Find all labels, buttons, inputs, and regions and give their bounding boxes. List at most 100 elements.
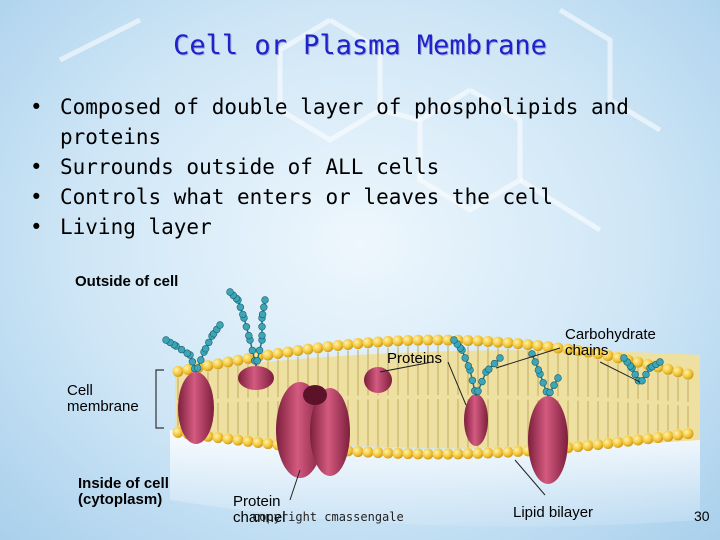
phospholipid-head (602, 350, 614, 362)
carbohydrate-bead (239, 310, 247, 319)
transmembrane-protein (528, 396, 568, 484)
phospholipid-head (672, 429, 684, 441)
phospholipid-head (222, 356, 234, 368)
phospholipid-head (562, 343, 574, 355)
phospholipid-head (202, 360, 214, 372)
carbohydrate-chains (162, 288, 664, 397)
carbohydrate-bead (258, 323, 266, 331)
phospholipid-head (612, 436, 624, 448)
bullet-text: Composed of double layer of phospholipid… (60, 95, 629, 149)
carbohydrate-bead (183, 349, 191, 357)
carbohydrate-bead (216, 321, 224, 329)
bullet-item: •Living layer (30, 212, 700, 242)
phospholipid-head (332, 340, 344, 352)
carbohydrate-bead (554, 374, 562, 382)
phospholipid-head (402, 448, 414, 460)
phospholipid-head (552, 342, 564, 354)
phospholipid-head (572, 441, 584, 453)
phospholipid-head (512, 445, 524, 457)
phospholipid-head (492, 336, 504, 348)
carbohydrate-bead (162, 336, 170, 344)
carbohydrate-bead (539, 379, 547, 387)
carbohydrate-bead (474, 387, 482, 395)
phospholipid-head (362, 337, 374, 349)
phospholipid-head (322, 341, 334, 353)
carbohydrate-bead (245, 331, 253, 340)
phospholipid-head (372, 336, 384, 348)
carbohydrate-bead (253, 357, 261, 365)
carbohydrate-bead (201, 345, 210, 353)
phospholipid-head (572, 345, 584, 357)
phospholipid-head (272, 348, 284, 360)
carbohydrate-bead (255, 346, 264, 355)
phospholipid-head (172, 426, 184, 438)
phospholipid-head (592, 348, 604, 360)
phospholipid-head (462, 335, 474, 347)
bullet-text: Controls what enters or leaves the cell (60, 185, 554, 209)
phospholipid-head (222, 433, 234, 445)
carbohydrate-bead (490, 359, 499, 368)
carbohydrate-bead (197, 356, 205, 364)
phospholipid-head (682, 368, 694, 380)
phospholipid-head (242, 435, 254, 447)
label-outside-of-cell: Outside of cell (75, 273, 179, 290)
carbohydrate-bead (236, 303, 245, 311)
carbohydrate-bead (631, 370, 639, 379)
label-cell-membrane: Cell membrane (67, 382, 139, 415)
phospholipid-head (502, 337, 514, 349)
transmembrane-protein (178, 372, 214, 444)
carbohydrate-bead (205, 338, 213, 347)
carbohydrate-bead (642, 370, 650, 379)
phospholipid-head (242, 352, 254, 364)
carbohydrate-bead (620, 354, 628, 362)
page-number: 30 (694, 508, 710, 524)
phospholipid-head (542, 341, 554, 353)
phospholipid-head (172, 365, 184, 377)
phospholipid-head (392, 447, 404, 459)
carbohydrate-bead (550, 381, 558, 389)
phospholipid-head (442, 448, 454, 460)
carbohydrate-bead (468, 376, 477, 385)
phospholipid-head (592, 439, 604, 451)
phospholipid-head (212, 358, 224, 370)
phospholipid-head (422, 334, 434, 346)
phospholipid-head (362, 446, 374, 458)
phospholipid-head (342, 338, 354, 350)
membrane-bracket (155, 369, 164, 429)
phospholipid-heads-top (172, 334, 694, 380)
carbohydrate-bead (450, 336, 458, 344)
phospholipid-head (402, 334, 414, 346)
carbohydrate-bead (531, 358, 539, 366)
phospholipid-head (582, 346, 594, 358)
carbohydrate-bead (242, 323, 251, 331)
phospholipid-head (502, 446, 514, 458)
carbohydrate-bead (546, 388, 554, 397)
carbohydrate-bead (485, 365, 493, 373)
phospholipid-head (382, 447, 394, 459)
bullet-item: •Surrounds outside of ALL cells (30, 152, 700, 182)
bullet-dot: • (30, 155, 43, 179)
phospholipid-head (532, 340, 544, 352)
phospholipid-head (662, 363, 674, 375)
carbohydrate-bead (478, 377, 486, 386)
label-inside-of-cell: Inside of cell (cytoplasm) (78, 475, 169, 508)
phospholipid-head (612, 352, 624, 364)
phospholipid-head (462, 448, 474, 460)
carbohydrate-bead (258, 331, 266, 340)
phospholipid-head (652, 431, 664, 443)
peripheral-protein (238, 366, 274, 390)
protein-channel (276, 382, 350, 478)
carbohydrate-bead (261, 296, 269, 304)
carbohydrate-bead (461, 354, 469, 362)
phospholipid-head (632, 356, 644, 368)
bullet-dot: • (30, 185, 43, 209)
phospholipid-head (672, 366, 684, 378)
phospholipid-head (642, 433, 654, 445)
carbohydrate-bead (656, 358, 664, 366)
phospholipid-head (372, 447, 384, 459)
carbohydrate-bead (226, 288, 234, 296)
phospholipid-head (472, 447, 484, 459)
carbohydrate-bead (464, 362, 473, 370)
phospholipid-head (262, 349, 274, 361)
